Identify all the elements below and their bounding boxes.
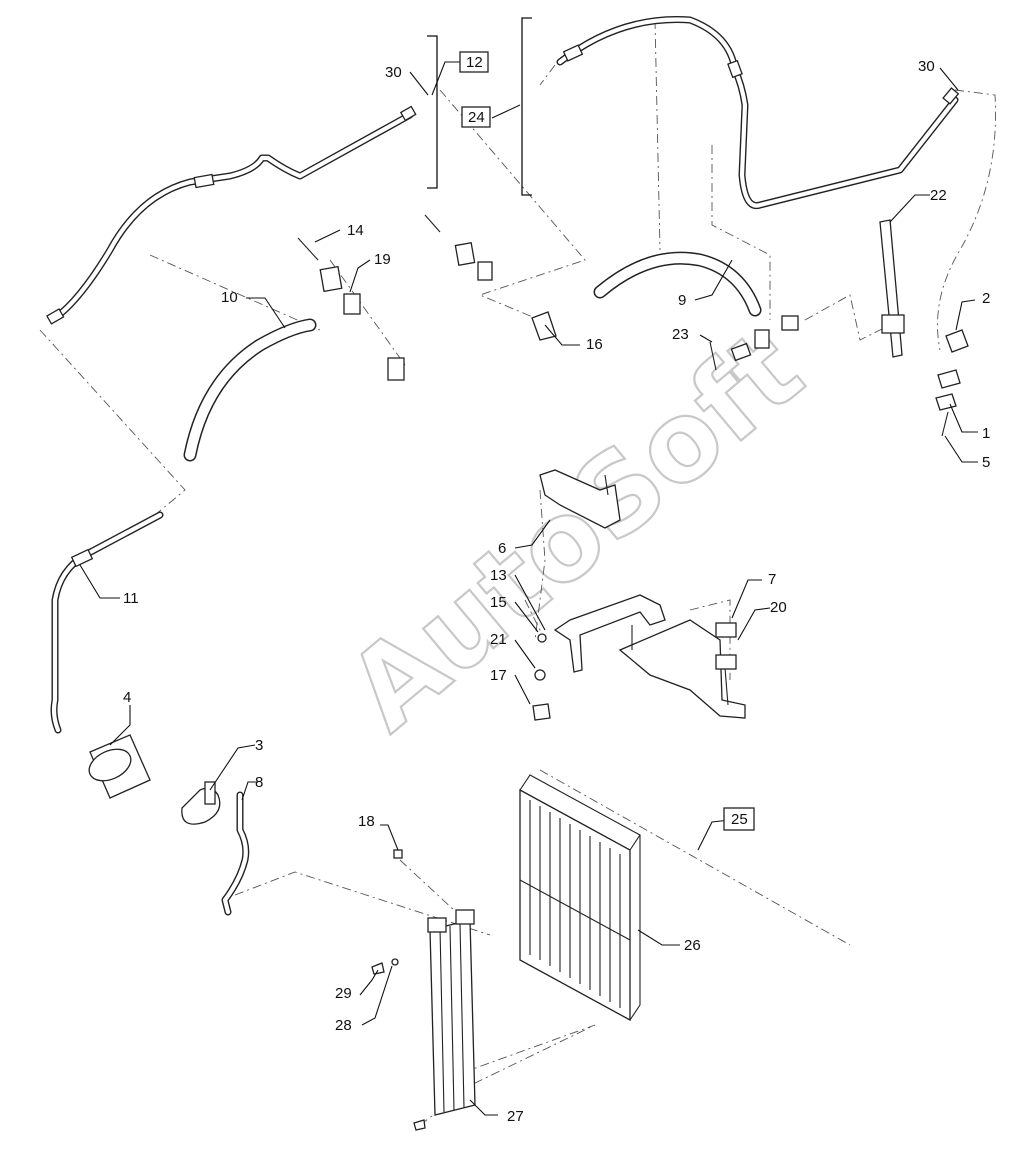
callout-10: 10: [221, 289, 238, 306]
hose-8[interactable]: [221, 791, 250, 916]
callout-2: 2: [982, 290, 990, 307]
callout-11: 11: [123, 590, 139, 607]
hose-upper-right[interactable]: [556, 16, 960, 210]
boxed-callout-12: 12: [466, 54, 483, 71]
hose-upper-left[interactable]: [46, 105, 417, 325]
boxed-callout-25-frame: [723, 807, 755, 831]
boxed-callout-12-frame: [459, 51, 489, 73]
assembly-centerlines: [39, 19, 996, 1126]
callout-1: 1: [982, 425, 990, 442]
group-bracket-12: [427, 35, 438, 189]
callout-labels: 30 30 14 19 10 16 9 23 22 2 1 5 6 13 15 …: [123, 58, 990, 1125]
callout-3: 3: [255, 737, 263, 754]
callout-17: 17: [490, 667, 507, 684]
callout-15: 15: [490, 594, 507, 611]
callout-28: 28: [335, 1017, 352, 1034]
boxed-callout-25: 25: [731, 811, 748, 828]
hose-11[interactable]: [50, 511, 164, 734]
callout-29: 29: [335, 985, 352, 1002]
group-bracket-24: [521, 17, 532, 196]
callout-27: 27: [507, 1108, 524, 1125]
fasteners-small[interactable]: [371, 849, 426, 1131]
filter-4[interactable]: [84, 734, 151, 799]
radiator-26[interactable]: [519, 774, 641, 1022]
callout-18: 18: [358, 813, 375, 830]
clamp-set[interactable]: [297, 214, 557, 381]
callout-8: 8: [255, 774, 263, 791]
callout-13: 13: [490, 567, 507, 584]
callout-30-right: 30: [918, 58, 935, 75]
cooler-27[interactable]: [427, 909, 476, 1116]
boxed-callout-24-frame: [461, 106, 491, 128]
callout-20: 20: [770, 599, 787, 616]
callout-26: 26: [684, 937, 701, 954]
callout-6: 6: [498, 540, 506, 557]
clamp-3[interactable]: [181, 781, 221, 825]
callout-7: 7: [768, 571, 776, 588]
callout-23: 23: [672, 326, 689, 343]
callout-9: 9: [678, 292, 686, 309]
callout-22: 22: [930, 187, 947, 204]
callout-19: 19: [374, 251, 391, 268]
callout-16: 16: [586, 336, 603, 353]
bracket-assembly[interactable]: [532, 469, 746, 721]
boxed-callout-24: 24: [468, 109, 485, 126]
callout-4: 4: [123, 689, 131, 706]
callout-5: 5: [982, 454, 990, 471]
tube-9[interactable]: [593, 251, 762, 317]
callout-30-left: 30: [385, 64, 402, 81]
callout-21: 21: [490, 631, 507, 648]
tube-10[interactable]: [183, 318, 317, 462]
boxed-callouts: 12 24 25: [459, 51, 755, 831]
callout-14: 14: [347, 222, 364, 239]
